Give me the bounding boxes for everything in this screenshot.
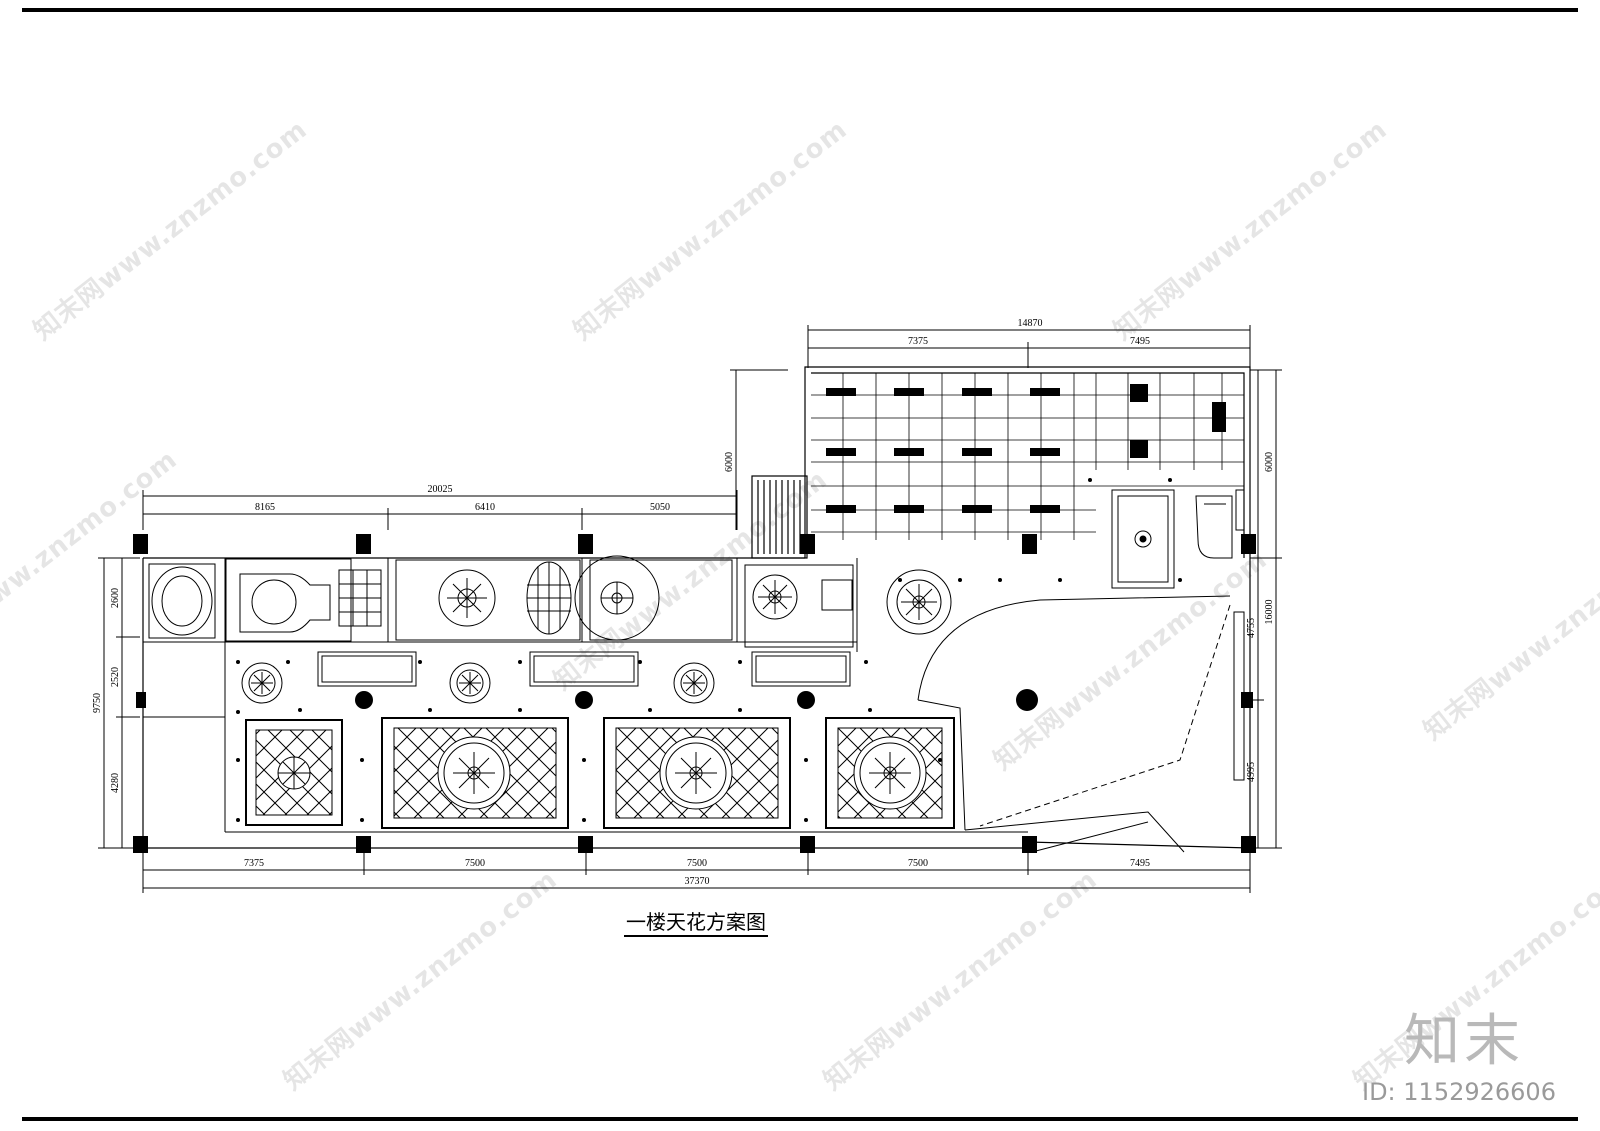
dim-right-annex: 6000 [1264,452,1275,472]
dim-bottom-seg-3: 7500 [687,858,707,869]
structural-columns [133,534,1256,853]
image-id-label: ID: 1152926606 [1362,1078,1556,1106]
dim-right-seg-1: 4755 [1246,618,1257,638]
dim-top-seg-3: 5050 [650,502,670,513]
brand-logo: 知末 [1404,1009,1524,1074]
curved-lounge-ceiling [917,595,1245,853]
dim-annex-total: 14870 [1018,318,1043,329]
dim-right-seg-2: 4995 [1246,762,1257,782]
interior-walls [143,558,1028,833]
dim-annex-seg-1: 7375 [908,336,928,347]
dim-left-total: 9750 [92,693,103,713]
dim-top-seg-1: 8165 [255,502,275,513]
lattice-ceiling-panels [245,717,955,829]
dim-annex-seg-2: 7495 [1130,336,1150,347]
annex-light-strips [826,384,1226,513]
spotlight-dots [236,478,1182,822]
dim-right-total: 16000 [1264,600,1275,625]
dim-left-seg-3: 4280 [110,773,121,793]
dim-bottom-seg-4: 7500 [908,858,928,869]
dim-top-seg-2: 6410 [475,502,495,513]
annex-inner-room [1111,489,1245,589]
dim-bottom-seg-1: 7375 [244,858,264,869]
dimension-bottom: 7375 7500 7500 7500 7495 37370 [142,850,1251,893]
medium-rosettes [241,662,715,704]
dim-left-seg-2: 2520 [110,667,121,687]
dimension-annex-top: 14870 7375 7495 [807,318,1251,368]
dim-top-total: 20025 [428,484,453,495]
downlights [355,689,1038,711]
rosette-ceiling-lights [438,555,952,641]
dimension-top: 20025 8165 6410 5050 [142,484,738,530]
dim-bottom-seg-5: 7495 [1130,858,1150,869]
dim-bottom-total: 37370 [685,876,710,887]
oval-ceiling-feature [148,563,331,639]
lattice-center-medallions [277,736,927,810]
tile-grid-small [338,569,382,627]
dim-bottom-seg-2: 7500 [465,858,485,869]
annex-grid-ceiling [811,373,1244,540]
dim-left-seg-1: 2600 [110,588,121,608]
dimension-left: 9750 2600 2520 4280 [92,557,140,849]
drawing-title: 一楼天花方案图 [624,910,768,937]
dim-annex-left: 6000 [724,452,735,472]
rectangular-light-boxes [317,651,851,687]
